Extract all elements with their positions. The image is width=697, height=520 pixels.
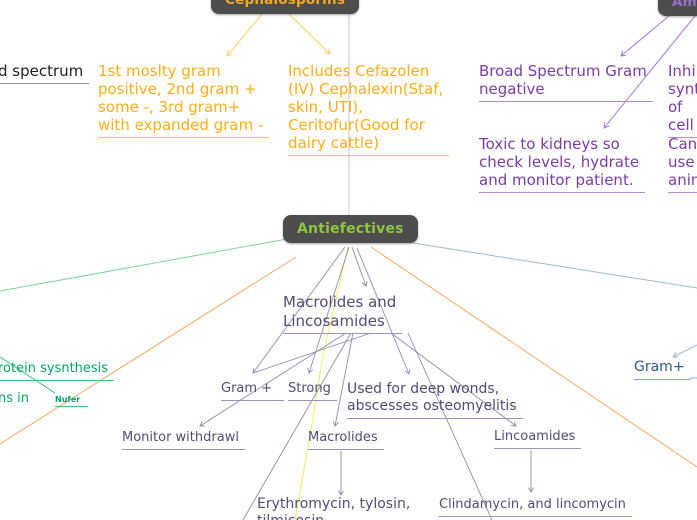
node-cephalosporins[interactable]: Cephalosporins — [211, 0, 360, 14]
topic-ceph-generations[interactable]: 1st moslty gram positive, 2nd gram + som… — [98, 62, 270, 138]
topic-used-for[interactable]: Used for deep wonds, abscesses osteomyel… — [347, 381, 523, 419]
topic-protein-synthesis-fragment[interactable]: rotein sysnthesis — [0, 361, 115, 381]
topic-clindamycin-list[interactable]: Clindamycin, and lincomycin — [439, 497, 632, 517]
topic-gram-plus-left[interactable]: Gram + — [221, 381, 285, 401]
topic-inhibits-fragment[interactable]: Inhibits synthesis of cell wall — [668, 62, 697, 138]
topic-animals-fragment[interactable]: Can not use in animals — [668, 135, 697, 193]
topic-nufer[interactable]: Nufer — [55, 395, 89, 407]
topic-monitor-withdrawl[interactable]: Monitor withdrawl — [122, 430, 245, 450]
topic-broad-spectrum-fragment[interactable]: d spectrum — [0, 62, 90, 84]
topic-macrolides-lincosamides[interactable]: Macrolides and Lincosamides — [283, 293, 403, 334]
topic-ceph-includes[interactable]: Includes Cefazolen (IV) Cephalexin(Staf,… — [288, 62, 450, 156]
node-antiefectives[interactable]: Antiefectives — [283, 215, 418, 243]
topic-macrolides[interactable]: Macrolides — [308, 430, 384, 450]
topic-ns-in-fragment[interactable]: ns in — [0, 391, 29, 406]
topic-lincoamides[interactable]: Lincoamides — [494, 429, 582, 449]
node-aminoglycosides[interactable]: Aminoglycosides — [658, 0, 697, 16]
topic-strong[interactable]: Strong — [288, 381, 337, 401]
topic-gram-plus-right[interactable]: Gram+ — [634, 359, 691, 380]
topic-broad-gram-negative[interactable]: Broad Spectrum Gram negative — [479, 62, 653, 102]
topic-toxic-kidneys[interactable]: Toxic to kidneys so check levels, hydrat… — [479, 135, 646, 193]
topic-erythromycin-list[interactable]: Erythromycin, tylosin, tilmicosin — [257, 496, 411, 520]
